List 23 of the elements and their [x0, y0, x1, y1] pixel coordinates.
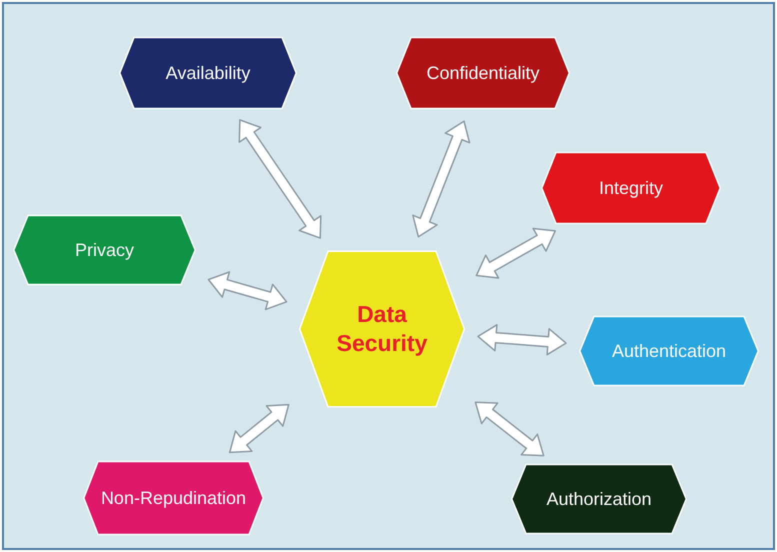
hexagon — [298, 248, 466, 410]
double-arrow — [477, 324, 567, 356]
double-arrow — [474, 401, 544, 456]
hexagon-tag — [12, 214, 197, 286]
node-label: Availability — [164, 62, 252, 84]
hexagon-tag — [82, 460, 265, 536]
node-label: Authentication — [610, 340, 728, 362]
node-label: Authorization — [545, 488, 653, 510]
double-arrow — [228, 404, 290, 454]
double-arrow — [208, 271, 288, 310]
node-label: Confidentiality — [425, 62, 541, 84]
hexagon-tag — [540, 151, 722, 225]
node-label: Privacy — [74, 238, 135, 262]
hexagon-tag — [395, 36, 571, 110]
node-label: Integrity — [598, 176, 664, 200]
hexagon-tag — [510, 463, 688, 535]
hexagon-tag — [578, 315, 760, 387]
hexagon-tag — [118, 36, 298, 110]
node-label: Data Security — [336, 300, 428, 358]
double-arrow — [476, 228, 556, 279]
double-arrow — [412, 120, 470, 238]
node-label: Non-Repudination — [100, 486, 248, 510]
double-arrow — [238, 119, 322, 239]
